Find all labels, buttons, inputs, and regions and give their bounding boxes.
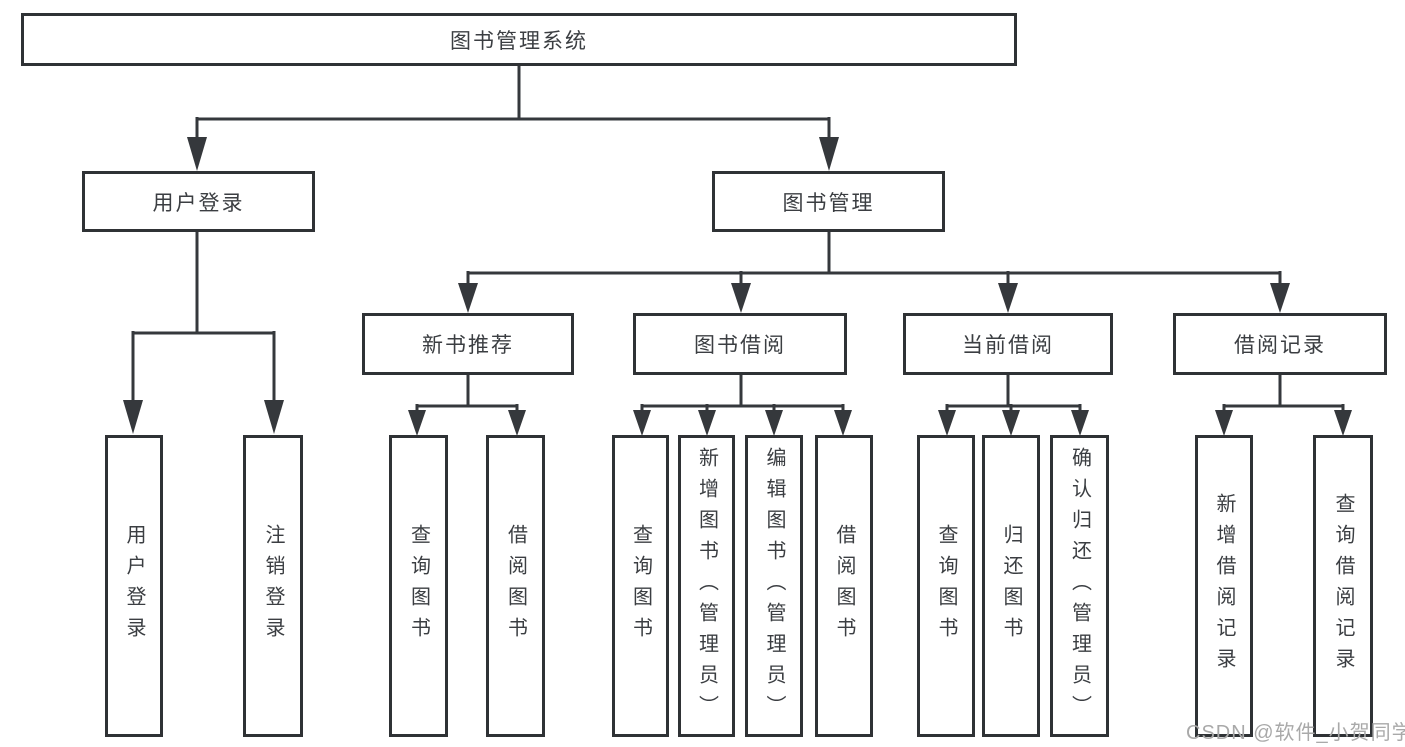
- leaf-current-query-books: 查询图书: [917, 435, 975, 737]
- connectors-current-borrow: [938, 375, 1089, 436]
- csdn-watermark: CSDN @软件_小贺同学: [1186, 722, 1405, 744]
- connectors-user-login: [123, 232, 284, 434]
- connectors-borrow-records: [1215, 375, 1352, 436]
- node-book-borrow: 图书借阅: [633, 313, 847, 375]
- leaf-logout: 注销登录: [243, 435, 303, 737]
- leaf-recommend-query-books: 查询图书: [389, 435, 448, 737]
- leaf-borrow-add-books-admin: 新增图书（管理员）: [678, 435, 735, 737]
- connectors-new-book-recommend: [408, 375, 526, 436]
- leaf-recommend-borrow-books: 借阅图书: [486, 435, 545, 737]
- leaf-current-return-books: 归还图书: [982, 435, 1040, 737]
- leaf-user-login: 用户登录: [105, 435, 163, 737]
- leaf-borrow-edit-books-admin: 编辑图书（管理员）: [745, 435, 803, 737]
- leaf-current-confirm-return-admin: 确认归还（管理员）: [1050, 435, 1109, 737]
- connectors-book-borrow: [633, 375, 852, 436]
- node-borrow-records: 借阅记录: [1173, 313, 1387, 375]
- node-current-borrow: 当前借阅: [903, 313, 1113, 375]
- leaf-borrow-query-books: 查询图书: [612, 435, 669, 737]
- node-book-management: 图书管理: [712, 171, 945, 232]
- node-new-book-recommend: 新书推荐: [362, 313, 574, 375]
- leaf-records-add-record: 新增借阅记录: [1195, 435, 1253, 737]
- node-user-login: 用户登录: [82, 171, 315, 232]
- connectors-book-management: [458, 232, 1290, 313]
- leaf-records-query-record: 查询借阅记录: [1313, 435, 1373, 737]
- connectors-root: [187, 66, 839, 171]
- node-library-system: 图书管理系统: [21, 13, 1017, 66]
- leaf-borrow-borrow-books: 借阅图书: [815, 435, 873, 737]
